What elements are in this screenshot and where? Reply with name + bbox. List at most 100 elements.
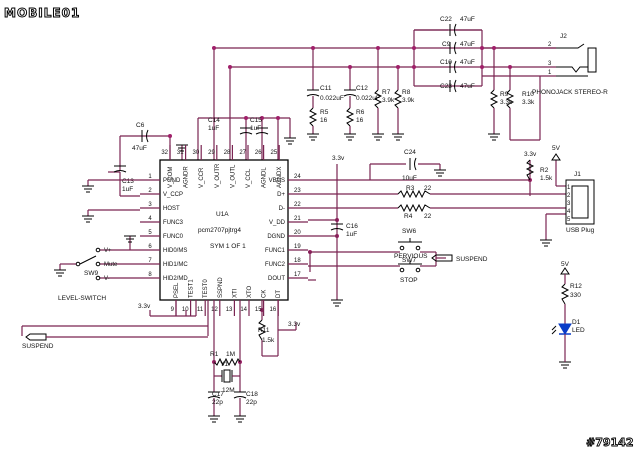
top-rail-wires xyxy=(119,29,556,170)
usb-plug-j1: J1 USB Plug 1 2 3 4 5 xyxy=(565,171,595,234)
pin-number: 13 xyxy=(226,307,233,313)
pin-name: FUNC2 xyxy=(265,262,286,268)
c24-value: 10uF xyxy=(402,175,417,182)
r8-value: 3.9k xyxy=(402,97,415,104)
c22-label: C22 xyxy=(440,16,452,23)
r4-label: R4 xyxy=(404,213,413,220)
c12-label: C12 xyxy=(356,85,368,92)
r5-value: 16 xyxy=(320,117,328,124)
c17-value: 22p xyxy=(212,399,223,406)
ground-icon xyxy=(344,133,356,141)
j1-pin-4: 4 xyxy=(567,209,571,215)
ground-icon xyxy=(434,169,446,177)
pin-number: 23 xyxy=(294,188,301,194)
cap-c15: C15 1uF xyxy=(250,117,269,135)
resistor-r9: R9 3.3k xyxy=(489,89,513,134)
pin-name: HID2/MD xyxy=(163,276,188,282)
cap-c12: C12 0.022uF xyxy=(343,85,380,108)
pin-name: AGNDX xyxy=(277,167,283,188)
pin-name: HID1/MC xyxy=(163,262,188,268)
ground-icon xyxy=(372,133,384,141)
cap-c18: C18 22p xyxy=(233,362,258,416)
resistor-r4: R4 22 xyxy=(397,203,432,220)
c9-value: 47uF xyxy=(460,41,475,48)
switch-sw6[interactable]: SW6 PERVIOUS xyxy=(394,228,428,260)
pin-number: 22 xyxy=(294,202,301,208)
pin-number: 19 xyxy=(294,244,301,250)
y1-label: Y1 xyxy=(220,361,228,368)
r12-value: 330 xyxy=(570,292,581,299)
chip-ref: U1A xyxy=(216,211,229,218)
brand-text: MOBILE01 xyxy=(4,6,80,20)
r12-label: R12 xyxy=(570,283,582,290)
ground-icon xyxy=(82,215,94,223)
c15-value: 1uF xyxy=(250,125,261,132)
j2-label: J2 xyxy=(560,33,567,40)
pin-number: 2 xyxy=(148,188,152,194)
v33-label-vbus: 3.3v xyxy=(332,155,345,162)
pin-name: PGND xyxy=(163,178,181,184)
c10-label: C10 xyxy=(440,59,452,66)
pin-number: 11 xyxy=(197,307,204,313)
sw9-label: SW9 xyxy=(84,270,98,277)
pin-name: FUNC0 xyxy=(163,234,184,240)
resistor-r8: R8 3.9k xyxy=(393,89,415,134)
pin-number: 29 xyxy=(208,150,215,156)
r11-label: R11 xyxy=(258,327,270,334)
switch-sw9[interactable]: SW9 LEVEL-SWITCH V+ Mute V- xyxy=(54,247,118,302)
pin-name: V_CCL xyxy=(246,168,252,188)
r9-label: R9 xyxy=(500,91,509,98)
c14-label: C14 xyxy=(208,117,220,124)
c13-label: C13 xyxy=(122,178,134,185)
ground-icon xyxy=(540,239,552,247)
vcc-5v-j1: 5V xyxy=(551,145,561,161)
ground-icon xyxy=(234,415,246,423)
c13-value: 1uF xyxy=(122,186,133,193)
pin-name: V_OUTR xyxy=(215,163,221,188)
pin-number: 32 xyxy=(161,150,168,156)
pin-number: 25 xyxy=(271,150,278,156)
pin-name: FUNC1 xyxy=(265,248,286,254)
j1-pin-2: 2 xyxy=(567,193,571,199)
j1-pin-5: 5 xyxy=(567,217,571,223)
ground-icon xyxy=(82,185,94,193)
cap-c22: C22 47uF xyxy=(414,16,482,37)
cap-c10: C10 47uF xyxy=(440,59,475,74)
pin-name: PSEL xyxy=(174,282,180,298)
r8-label: R8 xyxy=(402,89,411,96)
j2-name: PHONOJACK STEREO-R xyxy=(532,89,608,96)
resistor-r11: R11 1.5k xyxy=(257,319,275,344)
c24-label: C24 xyxy=(404,149,416,156)
suspend-label-left: SUSPEND xyxy=(22,343,54,350)
cap-c11: C11 0.022uF xyxy=(306,85,344,108)
pin-number: 16 xyxy=(270,307,277,313)
d1-label: D1 xyxy=(572,319,581,326)
r1-value: 1M xyxy=(226,351,235,358)
ground-symbols-right xyxy=(331,169,571,369)
c16-label: C16 xyxy=(346,223,358,230)
pin-number: 21 xyxy=(294,216,301,222)
suspend-label-right: SUSPEND xyxy=(456,256,488,263)
switch-sw7[interactable]: SW7 STOP xyxy=(398,257,422,284)
ground-icon xyxy=(54,269,66,277)
chip-sym: SYM 1 OF 1 xyxy=(210,243,246,250)
post-id-watermark: #79142 xyxy=(586,436,634,449)
pin-number: 9 xyxy=(171,307,175,313)
c16-value: 1uF xyxy=(346,231,357,238)
pin-name: CK xyxy=(262,290,268,298)
pin-name: D+ xyxy=(277,192,285,198)
r9-value: 3.3k xyxy=(500,99,513,106)
r6-label: R6 xyxy=(356,109,365,116)
ground-symbols-crystal xyxy=(208,415,246,423)
r1-label: R1 xyxy=(210,351,219,358)
pin-name: D- xyxy=(279,206,285,212)
sw7-label: SW7 xyxy=(402,257,416,264)
j2-pin-1: 1 xyxy=(548,70,552,76)
pin-name: FUNC3 xyxy=(163,220,184,226)
phono-jack-j2: J2 PHONOJACK STEREO-R 2 3 1 xyxy=(532,33,608,96)
pin-name: SSPND xyxy=(218,277,224,298)
pin-name: V_OUTL xyxy=(230,164,236,188)
v5-label-j1: 5V xyxy=(552,145,561,152)
c9-label: C9 xyxy=(442,41,451,48)
cap-c13: C13 1uF xyxy=(108,165,134,196)
